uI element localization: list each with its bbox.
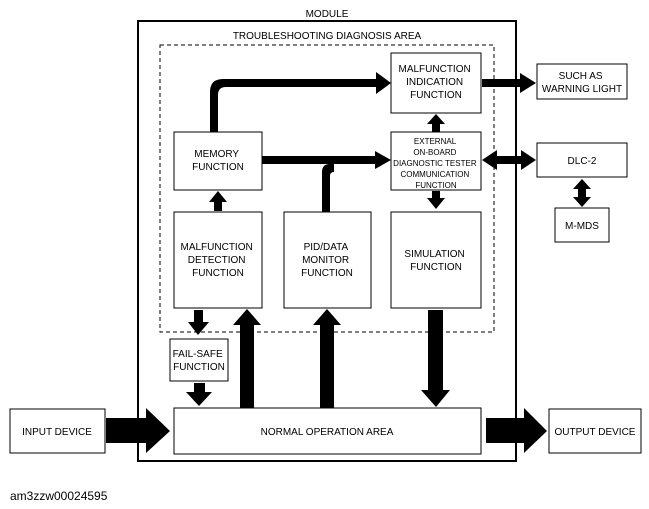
module-title: MODULE [306,9,349,20]
arrow-normal-to-output [486,408,547,453]
normal-operation-box: NORMAL OPERATION AREA [173,407,482,455]
warning-light-label: SUCH AS WARNING LIGHT [542,71,622,95]
arrow-pid-to-tester-line [322,164,334,212]
module-frame [137,20,517,462]
arrow-failsafe-to-normal [186,383,212,406]
arrow-dlc2-mmds-bidirectional [573,179,591,207]
arrow-detection-to-memory [209,191,227,211]
arrow-indication-to-warning [482,73,536,93]
dlc2-box: DLC-2 [536,142,628,178]
simulation-label: SIMULATION FUNCTION [404,249,467,273]
simulation-box: SIMULATION FUNCTION [390,211,482,309]
normal-operation-label: NORMAL OPERATION AREA [261,427,394,438]
dlc2-label: DLC-2 [568,156,597,167]
arrow-detection-to-failsafe [188,310,209,335]
arrow-memory-to-tester [262,151,391,169]
arrow-tester-to-indication [427,114,445,132]
malfunction-indication-label: MALFUNCTION INDICATION FUNCTION [398,64,473,101]
arrow-tester-dlc2-bidirectional [482,150,536,170]
pid-data-monitor-box: PID/DATA MONITOR FUNCTION [283,211,372,309]
memory-function-box: MEMORY FUNCTION [173,131,263,191]
troubleshooting-area-title: TROUBLESHOOTING DIAGNOSIS AREA [233,31,422,42]
external-tester-label: EXTERNAL ON-BOARD DIAGNOSTIC TESTER COMM… [393,137,479,190]
pid-data-monitor-label: PID/DATA MONITOR FUNCTION [301,242,353,279]
fail-safe-box: FAIL-SAFE FUNCTION [169,338,229,382]
output-device-box: OUTPUT DEVICE [548,408,642,454]
m-mds-box: M-MDS [554,207,610,243]
output-device-label: OUTPUT DEVICE [555,427,636,438]
malfunction-detection-box: MALFUNCTION DETECTION FUNCTION [173,211,263,309]
memory-function-label: MEMORY FUNCTION [192,149,244,173]
arrow-tester-to-simulation [427,191,445,209]
external-tester-box: EXTERNAL ON-BOARD DIAGNOSTIC TESTER COMM… [390,131,482,191]
arrow-normal-to-detection [233,309,261,408]
reference-code: am3zzw00024595 [10,489,108,503]
warning-light-box: SUCH AS WARNING LIGHT [536,63,628,100]
fail-safe-label: FAIL-SAFE FUNCTION [173,349,226,373]
arrow-normal-to-pid [313,309,341,408]
m-mds-label: M-MDS [565,221,599,232]
arrow-memory-to-indication [210,72,391,132]
arrow-input-to-normal [106,408,170,453]
malfunction-indication-box: MALFUNCTION INDICATION FUNCTION [390,52,482,114]
input-device-box: INPUT DEVICE [9,408,106,454]
malfunction-detection-label: MALFUNCTION DETECTION FUNCTION [180,242,255,279]
arrow-simulation-to-normal [421,310,450,407]
input-device-label: INPUT DEVICE [22,427,92,438]
